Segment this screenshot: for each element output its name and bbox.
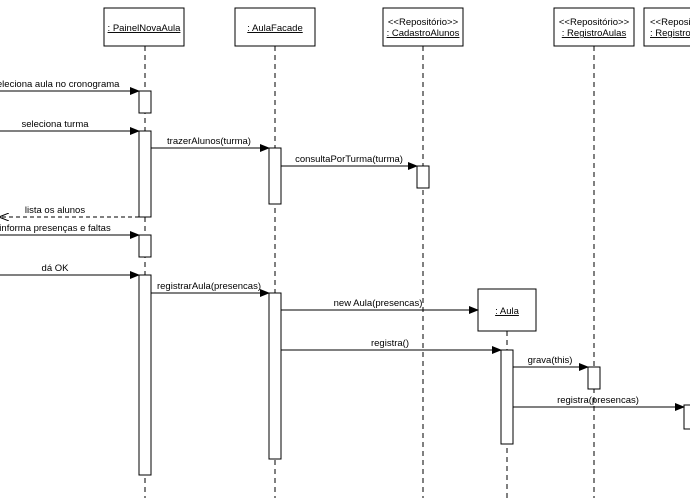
message-label-m1: Seleciona aula no cronograma (0, 79, 120, 90)
message-label-m9: new Aula(presencas) (334, 298, 423, 309)
participant-cadastro: <<Repositório>> : CadastroAlunos (382, 7, 464, 47)
message-label-m3: trazerAlunos(turma) (167, 136, 251, 147)
activation-registro-1 (587, 366, 601, 390)
message-label-m8: registrarAula(presencas) (157, 281, 261, 292)
participant-registro: <<Repositório>> : RegistroAulas (553, 7, 635, 47)
participant-registro-f-label: : RegistroF (650, 28, 690, 39)
message-label-m4: consultaPorTurma(turma) (295, 154, 403, 165)
message-labels: Seleciona aula no cronograma seleciona t… (0, 79, 639, 406)
participant-painel: : PainelNovaAula (103, 7, 185, 47)
lifelines (144, 46, 595, 498)
activation-painel-2 (138, 130, 152, 218)
participant-cadastro-label: : CadastroAlunos (387, 28, 460, 39)
message-label-m10: registra() (371, 338, 409, 349)
activation-painel-4 (138, 274, 152, 476)
activation-registro-f-1 (683, 404, 690, 430)
participant-cadastro-stereotype: <<Repositório>> (388, 17, 459, 28)
participant-facade-label: : AulaFacade (247, 23, 302, 34)
participant-aula-label: : Aula (495, 306, 519, 317)
message-label-m2: seleciona turma (21, 119, 89, 130)
message-label-m5: lista os alunos (25, 205, 85, 216)
participant-registro-stereotype: <<Repositório>> (559, 17, 630, 28)
activation-painel-1 (138, 90, 152, 114)
activation-painel-3 (138, 234, 152, 258)
message-label-m12: registra(presencas) (557, 395, 639, 406)
messages (0, 87, 685, 411)
activation-aula-1 (500, 349, 514, 445)
participant-aula: : Aula (477, 288, 537, 332)
activation-facade-1 (268, 147, 282, 205)
activation-cadastro-1 (416, 165, 430, 189)
activations (138, 90, 690, 476)
participant-facade: : AulaFacade (234, 7, 316, 47)
message-label-m11: grava(this) (528, 355, 573, 366)
participant-registro-f: <<Repositório>> : RegistroF (643, 7, 690, 47)
participant-painel-label: : PainelNovaAula (108, 23, 182, 34)
participant-registro-label: : RegistroAulas (562, 28, 627, 39)
message-label-m7: dá OK (42, 263, 70, 274)
activation-facade-2 (268, 292, 282, 460)
message-label-m6: informa presenças e faltas (0, 223, 111, 234)
participant-registro-f-stereotype: <<Repositório>> (650, 17, 690, 28)
